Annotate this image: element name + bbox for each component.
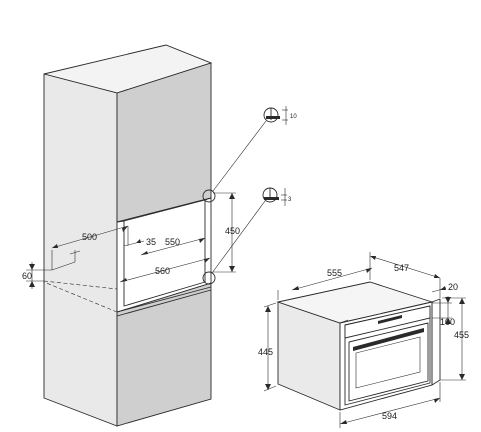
- dim-label-450: 450: [225, 226, 240, 236]
- oven-appliance: [276, 281, 441, 411]
- tall-cabinet: [43, 44, 213, 427]
- dim-label-445: 445: [258, 347, 273, 357]
- dim-label-35: 35: [146, 237, 156, 247]
- dimension-445: 445: [258, 302, 277, 392]
- cabinet-niche: [116, 197, 212, 313]
- dim-label-60: 60: [22, 271, 32, 281]
- dim-label-560: 560: [155, 266, 170, 276]
- dimension-550: 550: [140, 237, 206, 256]
- dimension-60: 60: [22, 262, 52, 289]
- dimension-35: 35: [123, 226, 156, 247]
- dimension-594: 594: [339, 382, 441, 428]
- dim-label-550: 550: [165, 237, 180, 247]
- detail-label-3: 3: [288, 197, 292, 203]
- dim-label-100: 100: [440, 317, 455, 327]
- dimension-450: 450: [213, 192, 240, 273]
- detail-label-10: 10: [290, 114, 297, 120]
- cabinet-side-face: [43, 73, 118, 427]
- dimension-547: 547: [369, 255, 441, 298]
- detail-circle-bottom: [202, 271, 216, 285]
- dimension-100: 100: [432, 296, 455, 327]
- oven-door: [348, 322, 429, 402]
- detail-callout-bottom: 3: [202, 187, 292, 285]
- dimension-455: 455: [440, 297, 469, 381]
- dimension-555: 555: [277, 252, 373, 300]
- dimension-560: 560: [119, 257, 211, 283]
- dim-label-547: 547: [394, 263, 409, 273]
- oven-handle: [353, 328, 424, 351]
- dimension-500: 500: [51, 225, 129, 249]
- detail-callout-top: 10: [202, 106, 297, 203]
- detail-circle-top: [202, 189, 216, 203]
- dim-label-455: 455: [454, 330, 469, 340]
- niche-inner-edge: [123, 221, 206, 307]
- dim-label-555: 555: [327, 268, 342, 278]
- dimension-20: 20: [431, 282, 458, 293]
- oven-control-panel: [344, 305, 431, 339]
- oven-display: [378, 315, 402, 324]
- dim-label-500: 500: [82, 232, 97, 242]
- niche-floor-projection: [43, 250, 118, 313]
- dim-label-594: 594: [382, 411, 397, 421]
- dim-label-20: 20: [448, 282, 458, 292]
- oven-window: [355, 336, 421, 389]
